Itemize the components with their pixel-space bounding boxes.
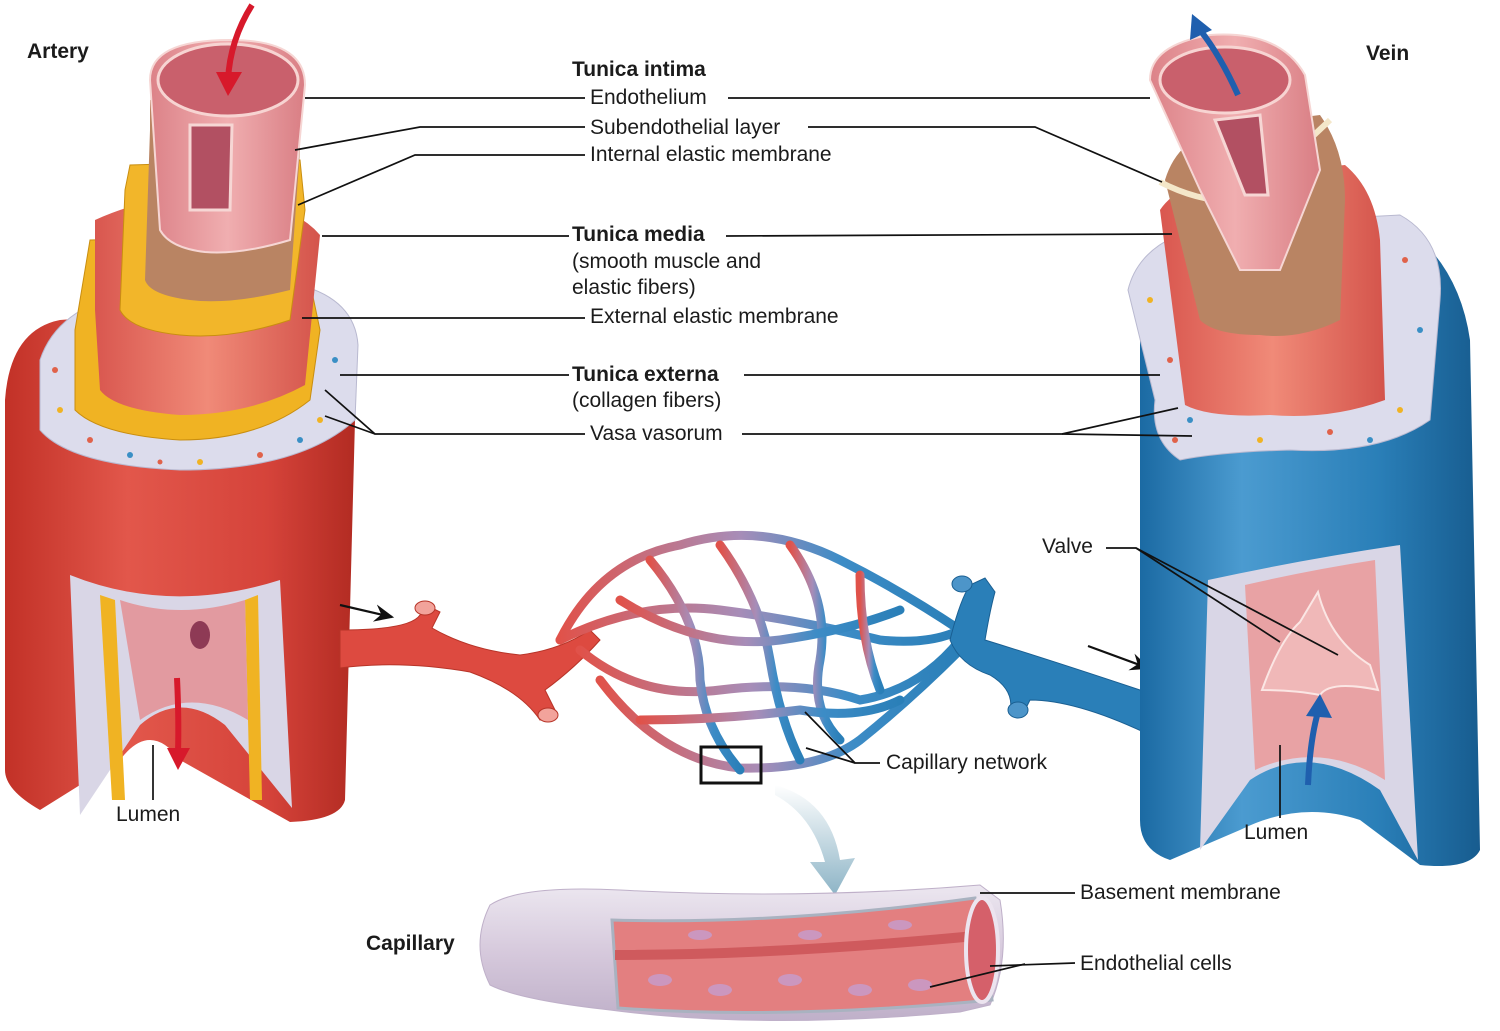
vein-inflow-pointer xyxy=(1087,644,1151,671)
label-endothelium: Endothelium xyxy=(587,86,710,110)
label-artery-lumen: Lumen xyxy=(116,803,181,826)
label-vasa-vasorum: Vasa vasorum xyxy=(587,422,726,446)
label-tunica-media-note-1: (smooth muscle and xyxy=(572,250,762,273)
label-external-elastic-membrane: External elastic membrane xyxy=(587,305,842,329)
capillary-zoom-box xyxy=(699,745,763,785)
capillary-network xyxy=(555,530,965,775)
label-internal-elastic-membrane: Internal elastic membrane xyxy=(587,143,835,167)
label-capillary-network: Capillary network xyxy=(883,751,1051,775)
artery-flow-arrow-bottom xyxy=(174,677,182,753)
vein-flow-arrow-top xyxy=(1197,28,1241,97)
vein-title: Vein xyxy=(1366,42,1410,65)
label-tunica-externa: Tunica externa xyxy=(569,363,722,387)
label-tunica-intima: Tunica intima xyxy=(572,58,706,81)
vein-vasa-dots xyxy=(1147,257,1423,443)
leader-lines xyxy=(152,97,1339,988)
label-basement-membrane: Basement membrane xyxy=(1077,881,1284,905)
vein-flow-arrow-bottom xyxy=(1305,711,1321,786)
capillary-detail xyxy=(479,745,1004,1022)
artery-title: Artery xyxy=(27,40,89,63)
label-tunica-media-note-2: elastic fibers) xyxy=(572,276,696,299)
label-tunica-externa-note: (collagen fibers) xyxy=(572,389,722,412)
capillary-title: Capillary xyxy=(366,932,455,955)
label-tunica-media: Tunica media xyxy=(569,223,708,247)
zoom-arrow xyxy=(775,785,855,895)
label-subendothelial-layer: Subendothelial layer xyxy=(587,116,784,140)
artery-inflow-pointer xyxy=(339,603,395,622)
artery-vasa-dots xyxy=(52,357,338,465)
label-vein-lumen: Lumen xyxy=(1244,821,1309,844)
venule xyxy=(949,575,1161,741)
vein-valve xyxy=(1260,589,1380,697)
label-endothelial-cells: Endothelial cells xyxy=(1077,952,1235,976)
vein-illustration xyxy=(1127,14,1480,866)
label-valve: Valve xyxy=(1042,535,1093,558)
arteriole xyxy=(339,600,601,723)
artery-illustration xyxy=(5,3,359,822)
